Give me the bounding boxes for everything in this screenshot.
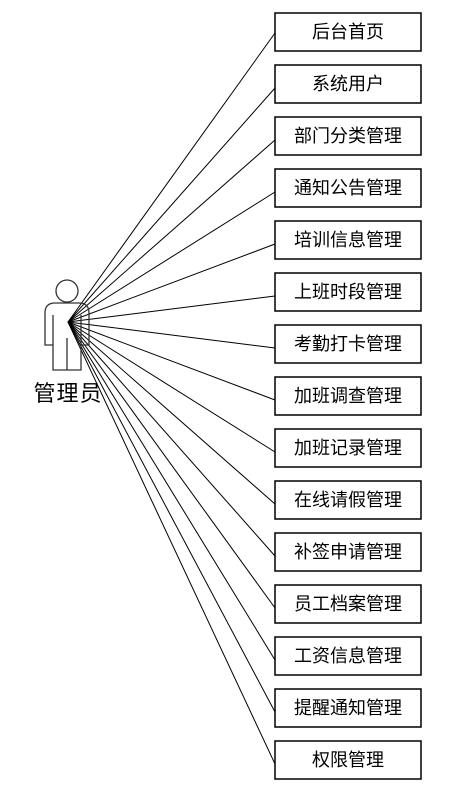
use-case-box: 工资信息管理 <box>274 636 422 676</box>
association-line <box>67 321 276 765</box>
association-line <box>67 32 276 323</box>
use-case-label: 后台首页 <box>312 22 384 43</box>
actor-body <box>44 302 90 371</box>
association-line <box>67 295 276 323</box>
association-line <box>67 321 276 713</box>
use-case-rect <box>274 480 422 520</box>
use-case-rect <box>274 532 422 572</box>
use-case-label: 提醒通知管理 <box>294 698 402 719</box>
use-case-rect <box>274 324 422 364</box>
use-case-box: 加班记录管理 <box>274 428 422 468</box>
use-case-box: 考勤打卡管理 <box>274 324 422 364</box>
use-case-rect <box>274 116 422 156</box>
association-line <box>67 321 276 401</box>
association-lines <box>67 32 276 765</box>
use-case-box: 后台首页 <box>274 12 422 52</box>
use-case-label: 通知公告管理 <box>294 178 402 199</box>
use-case-boxes: 后台首页系统用户部门分类管理通知公告管理培训信息管理上班时段管理考勤打卡管理加班… <box>274 12 422 780</box>
use-case-rect <box>274 688 422 728</box>
actor-head <box>55 279 79 303</box>
use-case-box: 提醒通知管理 <box>274 688 422 728</box>
use-case-label: 系统用户 <box>312 74 384 95</box>
use-case-label: 工资信息管理 <box>294 646 402 667</box>
use-case-label: 考勤打卡管理 <box>294 334 402 355</box>
use-case-label: 员工档案管理 <box>294 594 402 615</box>
use-case-box: 部门分类管理 <box>274 116 422 156</box>
use-case-rect <box>274 168 422 208</box>
association-line <box>67 87 276 323</box>
association-line <box>67 191 276 323</box>
use-case-box: 加班调查管理 <box>274 376 422 416</box>
use-case-label: 上班时段管理 <box>294 282 402 303</box>
use-case-rect <box>274 272 422 312</box>
association-line <box>67 243 276 323</box>
use-case-label: 部门分类管理 <box>294 126 402 147</box>
use-case-label: 加班记录管理 <box>294 438 402 459</box>
actor-figure <box>44 279 90 371</box>
use-case-rect <box>274 64 422 104</box>
use-case-rect <box>274 376 422 416</box>
use-case-box: 补签申请管理 <box>274 532 422 572</box>
use-case-box: 通知公告管理 <box>274 168 422 208</box>
use-case-box: 权限管理 <box>274 740 422 780</box>
use-case-rect <box>274 636 422 676</box>
use-case-box: 培训信息管理 <box>274 220 422 260</box>
association-line <box>67 321 276 661</box>
use-case-box: 上班时段管理 <box>274 272 422 312</box>
association-line <box>67 321 276 505</box>
use-case-rect <box>274 740 422 780</box>
association-line <box>67 321 276 557</box>
use-case-label: 权限管理 <box>312 750 384 771</box>
use-case-box: 系统用户 <box>274 64 422 104</box>
use-case-rect <box>274 584 422 624</box>
association-line <box>67 139 276 323</box>
use-case-label: 培训信息管理 <box>294 230 402 251</box>
use-case-box: 在线请假管理 <box>274 480 422 520</box>
use-case-rect <box>274 428 422 468</box>
use-case-rect <box>274 12 422 52</box>
use-case-rect <box>274 220 422 260</box>
use-case-box: 员工档案管理 <box>274 584 422 624</box>
actor-label: 管理员 <box>33 382 103 407</box>
use-case-label: 加班调查管理 <box>294 386 402 407</box>
association-line <box>67 321 276 349</box>
use-case-label: 在线请假管理 <box>294 490 402 511</box>
association-line <box>67 321 276 609</box>
association-line <box>67 321 276 453</box>
use-case-label: 补签申请管理 <box>294 542 402 563</box>
